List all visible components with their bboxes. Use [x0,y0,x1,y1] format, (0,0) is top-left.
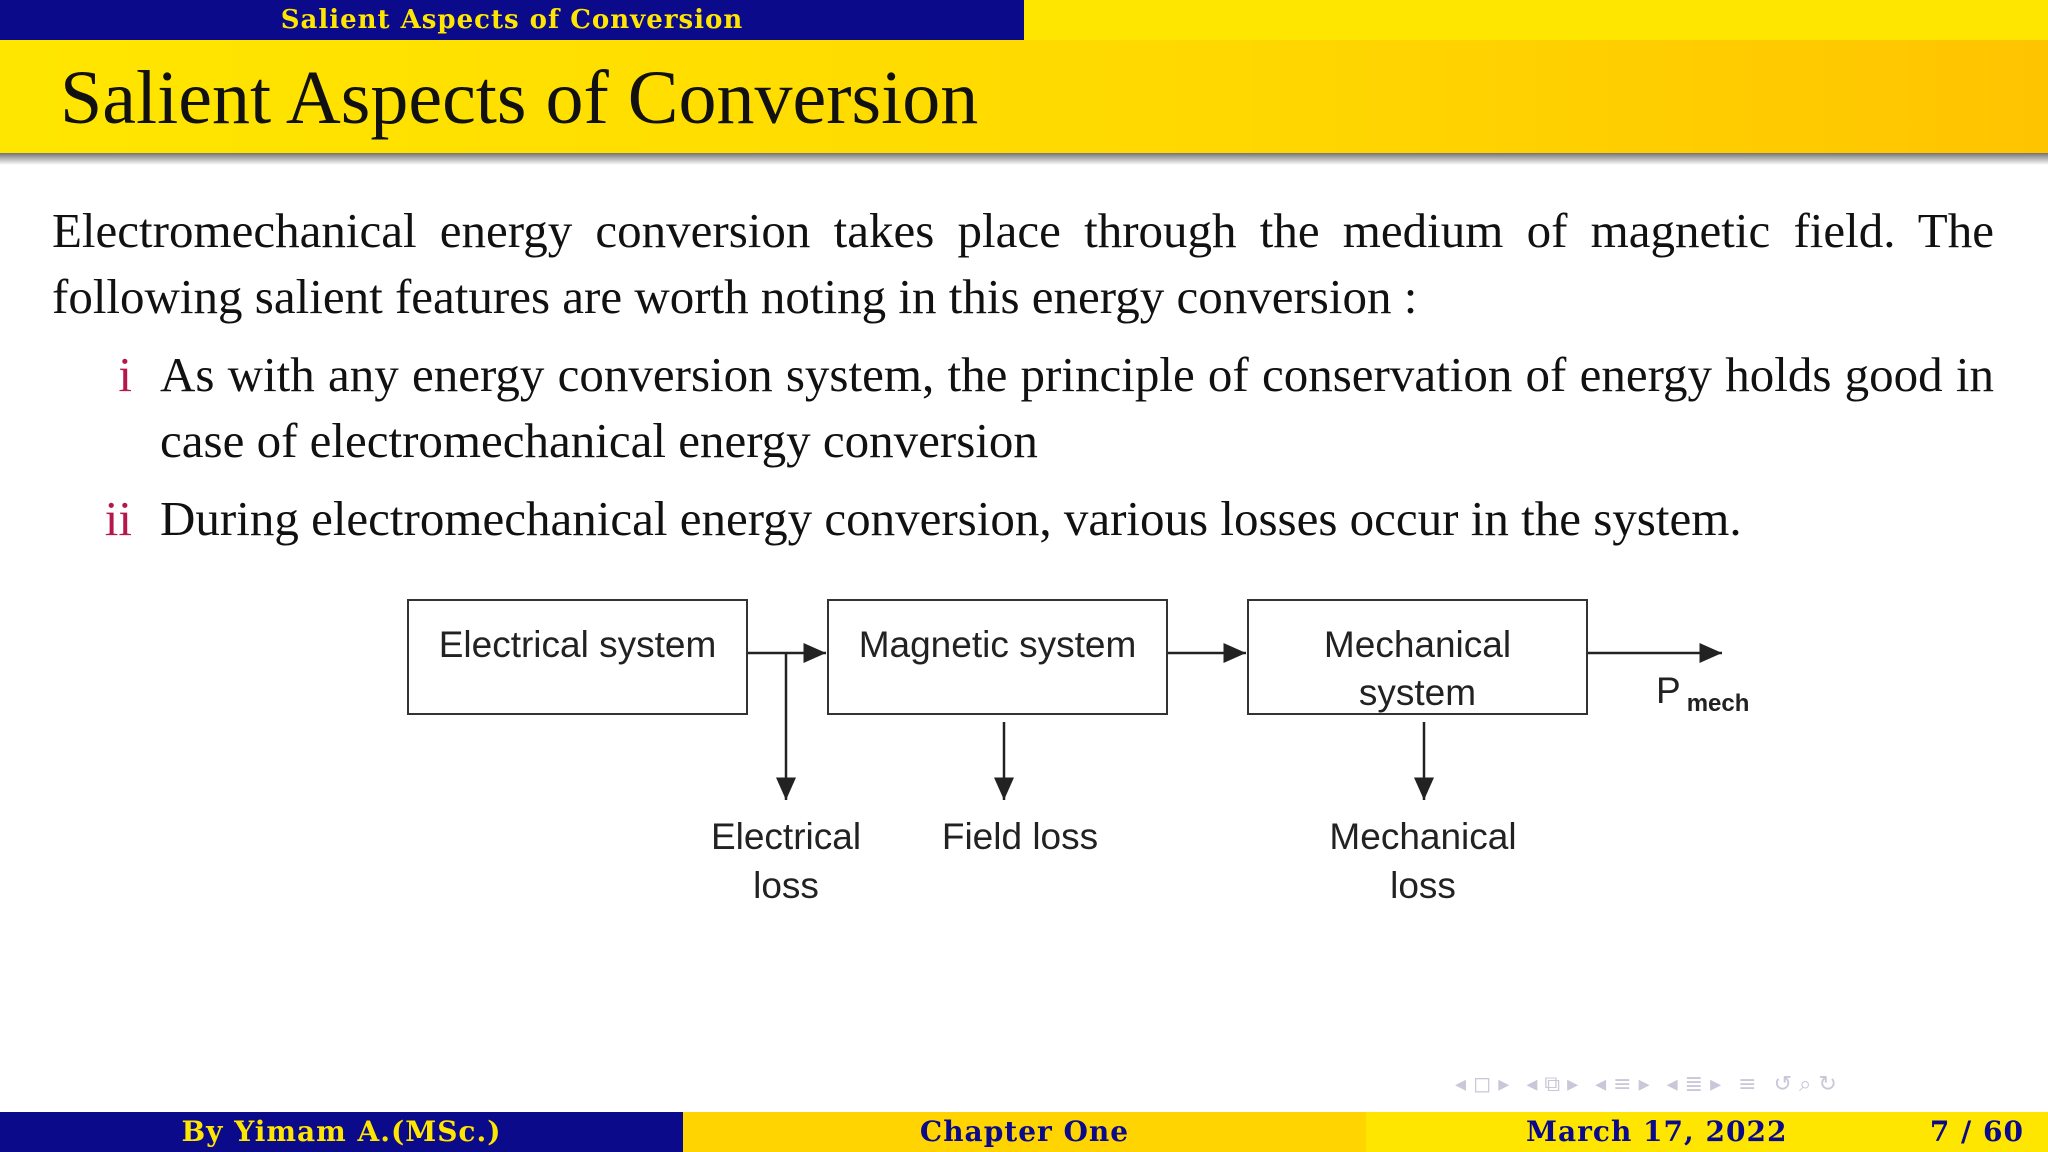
p-label: P [1656,670,1681,711]
list-item-i: As with any energy conversion system, th… [160,347,1994,468]
footer-page-number: 7 / 60 [1929,1115,2024,1148]
section-indicator[interactable]: Salient Aspects of Conversion [0,0,1024,40]
section-icon[interactable]: ◂ ≣ ▸ [1666,1072,1722,1097]
diagram-arrows [748,643,1722,800]
mechanical-system-label-2: system [1358,672,1477,713]
list-item-ii: During electromechanical energy conversi… [160,491,1742,546]
electrical-loss-line1: Electrical [710,816,862,857]
magnetic-system-box: Magnetic system [827,599,1168,715]
mechanical-loss-line2: loss [1390,865,1456,906]
footer-right: March 17, 2022 7 / 60 [1366,1112,2048,1152]
subsection-icon[interactable]: ◂ ≡ ▸ [1595,1072,1650,1097]
mechanical-loss-line1: Mechanical [1329,816,1517,857]
nav-prev-icon[interactable]: ◂ ◻ ▸ [1455,1072,1510,1097]
document-icon[interactable]: ≡ [1738,1072,1757,1097]
electrical-loss-line2: loss [753,865,819,906]
field-loss-label: Field loss [941,816,1099,857]
footer: By Yimam A.(MSc.) Chapter One March 17, … [0,1112,2048,1152]
magnetic-system-label: Magnetic system [858,624,1137,665]
search-icon[interactable]: ↺ ⌕ ↻ [1773,1072,1837,1097]
frame-icon[interactable]: ◂ ⧉ ▸ [1526,1072,1579,1097]
mechanical-loss-label: Mechanical loss [1298,812,1548,910]
mech-subscript: mech [1686,690,1750,718]
mechanical-system-box: Mechanical system [1247,599,1588,715]
beamer-navigation: ◂ ◻ ▸ ◂ ⧉ ▸ ◂ ≡ ▸ ◂ ≣ ▸ ≡ ↺ ⌕ ↻ [1455,1072,1847,1102]
footer-chapter: Chapter One [683,1112,1366,1152]
footer-date: March 17, 2022 [1526,1115,1788,1148]
electrical-system-label: Electrical system [438,624,717,665]
slide-title: Salient Aspects of Conversion [60,56,979,140]
electrical-loss-label: Electrical loss [670,812,902,910]
list-number-i: i [118,347,132,402]
title-shadow [0,153,2048,165]
energy-flow-diagram: Electrical system Magnetic system Mechan… [400,590,1780,920]
list-number-ii: ii [104,491,132,546]
mechanical-system-label-1: Mechanical [1323,624,1512,665]
intro-paragraph: Electromechanical energy conversion take… [52,203,1994,324]
footer-author: By Yimam A.(MSc.) [0,1112,683,1152]
electrical-system-box: Electrical system [407,599,748,715]
title-band [0,40,2048,153]
